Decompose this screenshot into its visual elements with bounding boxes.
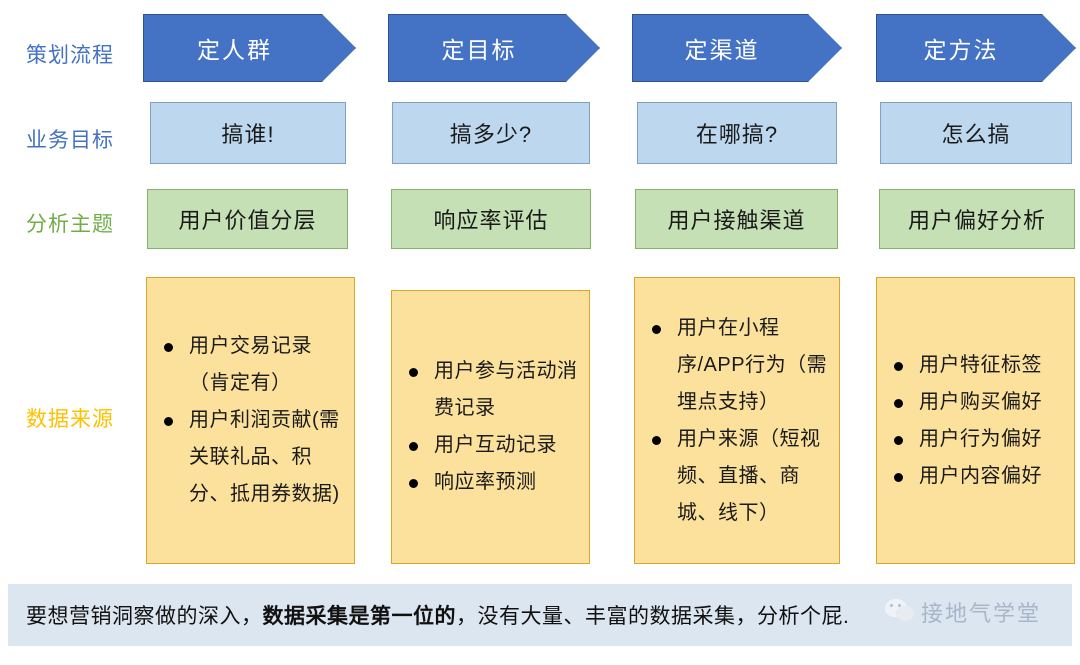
banner-text-part2: ，没有大量、丰富的数据采集，分析个屁. bbox=[456, 605, 850, 628]
list-item-text: 用户互动记录 bbox=[434, 434, 557, 456]
process-arrow-4[interactable]: 定方法 bbox=[876, 14, 1076, 82]
list-item: 用户行为偏好 bbox=[889, 421, 1064, 458]
list-item-text: 用户交易记录（肯定有） bbox=[189, 335, 312, 394]
bullet-icon bbox=[409, 368, 418, 377]
theme-box-1-label: 用户价值分层 bbox=[178, 208, 317, 233]
list-item: 用户在小程序/APP行为（需埋点支持） bbox=[647, 310, 829, 421]
list-item-text: 响应率预测 bbox=[434, 471, 537, 493]
goal-box-3[interactable]: 在哪搞? bbox=[637, 102, 837, 164]
goal-box-4[interactable]: 怎么搞 bbox=[880, 102, 1072, 164]
goal-box-3-label: 在哪搞? bbox=[695, 122, 779, 147]
list-item: 用户交易记录（肯定有） bbox=[159, 328, 344, 402]
list-item: 用户互动记录 bbox=[404, 427, 579, 464]
bullet-icon bbox=[164, 343, 173, 352]
list-item: 响应率预测 bbox=[404, 464, 579, 501]
list-item: 用户来源（短视频、直播、商城、线下） bbox=[647, 421, 829, 532]
process-arrow-1[interactable]: 定人群 bbox=[143, 14, 356, 82]
list-item-text: 用户参与活动消费记录 bbox=[434, 360, 578, 419]
row-label-theme: 分析主题 bbox=[26, 213, 114, 236]
bullet-icon bbox=[409, 479, 418, 488]
bullet-icon bbox=[652, 324, 661, 334]
process-arrow-1-label: 定人群 bbox=[197, 37, 272, 63]
list-item: 用户参与活动消费记录 bbox=[404, 353, 579, 427]
theme-box-3[interactable]: 用户接触渠道 bbox=[635, 189, 838, 249]
theme-box-3-label: 用户接触渠道 bbox=[667, 208, 806, 233]
bullet-icon bbox=[409, 442, 418, 451]
list-item: 用户特征标签 bbox=[889, 347, 1064, 384]
theme-box-1[interactable]: 用户价值分层 bbox=[147, 189, 348, 249]
goal-box-1[interactable]: 搞谁! bbox=[150, 102, 346, 164]
list-item: 用户内容偏好 bbox=[889, 458, 1064, 495]
process-arrow-2[interactable]: 定目标 bbox=[388, 14, 600, 82]
list-item: 用户利润贡献(需关联礼品、积分、抵用券数据) bbox=[159, 402, 344, 513]
process-arrow-3[interactable]: 定渠道 bbox=[632, 14, 842, 82]
goal-box-2[interactable]: 搞多少? bbox=[392, 102, 590, 164]
bullet-icon bbox=[652, 435, 661, 445]
source-box-4[interactable]: 用户特征标签 用户购买偏好 用户行为偏好 用户内容偏好 bbox=[876, 277, 1075, 564]
process-arrow-3-label: 定渠道 bbox=[684, 37, 760, 63]
theme-box-4[interactable]: 用户偏好分析 bbox=[879, 189, 1075, 249]
list-item-text: 用户行为偏好 bbox=[919, 427, 1042, 450]
summary-banner: 要想营销洞察做的深入，数据采集是第一位的，没有大量、丰富的数据采集，分析个屁. bbox=[8, 584, 1072, 646]
source-list-4: 用户特征标签 用户购买偏好 用户行为偏好 用户内容偏好 bbox=[889, 347, 1064, 495]
banner-text-bold: 数据采集是第一位的 bbox=[262, 605, 456, 628]
row-label-goal: 业务目标 bbox=[26, 129, 114, 152]
theme-box-4-label: 用户偏好分析 bbox=[907, 208, 1046, 233]
list-item-text: 用户利润贡献(需关联礼品、积分、抵用券数据) bbox=[189, 409, 340, 505]
list-item-text: 用户特征标签 bbox=[919, 353, 1042, 376]
banner-text-part1: 要想营销洞察做的深入， bbox=[26, 605, 263, 628]
bullet-icon bbox=[894, 361, 903, 371]
bullet-icon bbox=[894, 472, 903, 482]
source-box-3[interactable]: 用户在小程序/APP行为（需埋点支持） 用户来源（短视频、直播、商城、线下） bbox=[634, 277, 840, 564]
source-box-2[interactable]: 用户参与活动消费记录 用户互动记录 响应率预测 bbox=[391, 290, 590, 564]
row-label-process: 策划流程 bbox=[26, 44, 114, 67]
bullet-icon bbox=[894, 398, 903, 408]
source-list-1: 用户交易记录（肯定有） 用户利润贡献(需关联礼品、积分、抵用券数据) bbox=[159, 328, 344, 513]
goal-box-4-label: 怎么搞 bbox=[941, 122, 1011, 147]
list-item-text: 用户在小程序/APP行为（需埋点支持） bbox=[677, 316, 828, 413]
process-arrow-4-label: 定方法 bbox=[923, 37, 999, 63]
list-item-text: 用户购买偏好 bbox=[919, 390, 1042, 413]
theme-box-2[interactable]: 响应率评估 bbox=[391, 189, 591, 249]
source-list-2: 用户参与活动消费记录 用户互动记录 响应率预测 bbox=[404, 353, 579, 501]
bullet-icon bbox=[164, 417, 173, 426]
bullet-icon bbox=[894, 435, 903, 445]
row-label-source: 数据来源 bbox=[26, 408, 114, 431]
list-item-text: 用户来源（短视频、直播、商城、线下） bbox=[677, 427, 821, 524]
goal-box-2-label: 搞多少? bbox=[449, 122, 533, 147]
source-list-3: 用户在小程序/APP行为（需埋点支持） 用户来源（短视频、直播、商城、线下） bbox=[647, 310, 829, 532]
list-item: 用户购买偏好 bbox=[889, 384, 1064, 421]
source-box-1[interactable]: 用户交易记录（肯定有） 用户利润贡献(需关联礼品、积分、抵用券数据) bbox=[146, 277, 355, 564]
list-item-text: 用户内容偏好 bbox=[919, 464, 1042, 487]
theme-box-2-label: 响应率评估 bbox=[433, 208, 549, 233]
goal-box-1-label: 搞谁! bbox=[221, 122, 275, 147]
process-arrow-2-label: 定目标 bbox=[441, 37, 517, 63]
